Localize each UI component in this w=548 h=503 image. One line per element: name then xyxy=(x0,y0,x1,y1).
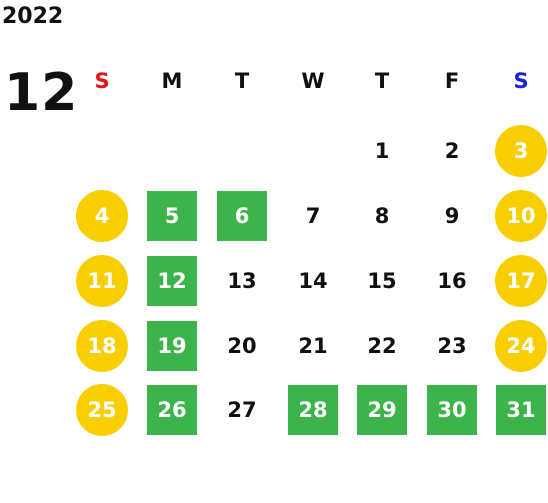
day-cell[interactable]: 13 xyxy=(227,269,257,293)
day-cell[interactable]: 14 xyxy=(298,269,328,293)
day-cell-highlighted[interactable]: 31 xyxy=(496,385,546,435)
day-cell-highlighted[interactable]: 28 xyxy=(288,385,338,435)
month-number: 12 xyxy=(4,63,79,123)
day-cell[interactable]: 23 xyxy=(437,334,467,358)
day-cell-highlighted[interactable]: 30 xyxy=(427,385,477,435)
day-cell-holiday[interactable]: 17 xyxy=(495,255,547,307)
day-cell[interactable]: 2 xyxy=(444,139,460,163)
day-cell-holiday[interactable]: 18 xyxy=(76,320,128,372)
day-cell-holiday[interactable]: 25 xyxy=(76,384,128,436)
day-cell[interactable]: 15 xyxy=(367,269,397,293)
day-cell[interactable]: 1 xyxy=(374,139,390,163)
weekday-label: W xyxy=(301,69,325,93)
day-cell-holiday[interactable]: 4 xyxy=(76,190,128,242)
weekday-label: F xyxy=(444,69,460,93)
day-cell-holiday[interactable]: 10 xyxy=(495,190,547,242)
day-cell-highlighted[interactable]: 19 xyxy=(147,321,197,371)
day-cell[interactable]: 9 xyxy=(444,204,460,228)
weekday-label: T xyxy=(374,69,390,93)
day-cell[interactable]: 22 xyxy=(367,334,397,358)
day-cell-highlighted[interactable]: 29 xyxy=(357,385,407,435)
day-cell-holiday[interactable]: 24 xyxy=(495,320,547,372)
weekday-label: T xyxy=(234,69,250,93)
day-cell[interactable]: 20 xyxy=(227,334,257,358)
day-cell-highlighted[interactable]: 6 xyxy=(217,191,267,241)
day-cell[interactable]: 8 xyxy=(374,204,390,228)
weekday-label: S xyxy=(94,69,110,93)
day-cell-holiday[interactable]: 11 xyxy=(76,255,128,307)
year-label: 2022 xyxy=(2,4,64,29)
day-cell-highlighted[interactable]: 12 xyxy=(147,256,197,306)
weekday-label: M xyxy=(161,69,183,93)
day-cell[interactable]: 7 xyxy=(305,204,321,228)
day-cell-highlighted[interactable]: 26 xyxy=(147,385,197,435)
day-cell[interactable]: 21 xyxy=(298,334,328,358)
weekday-label: S xyxy=(513,69,529,93)
day-cell[interactable]: 16 xyxy=(437,269,467,293)
day-cell-highlighted[interactable]: 5 xyxy=(147,191,197,241)
day-cell-holiday[interactable]: 3 xyxy=(495,125,547,177)
day-cell[interactable]: 27 xyxy=(227,398,257,422)
